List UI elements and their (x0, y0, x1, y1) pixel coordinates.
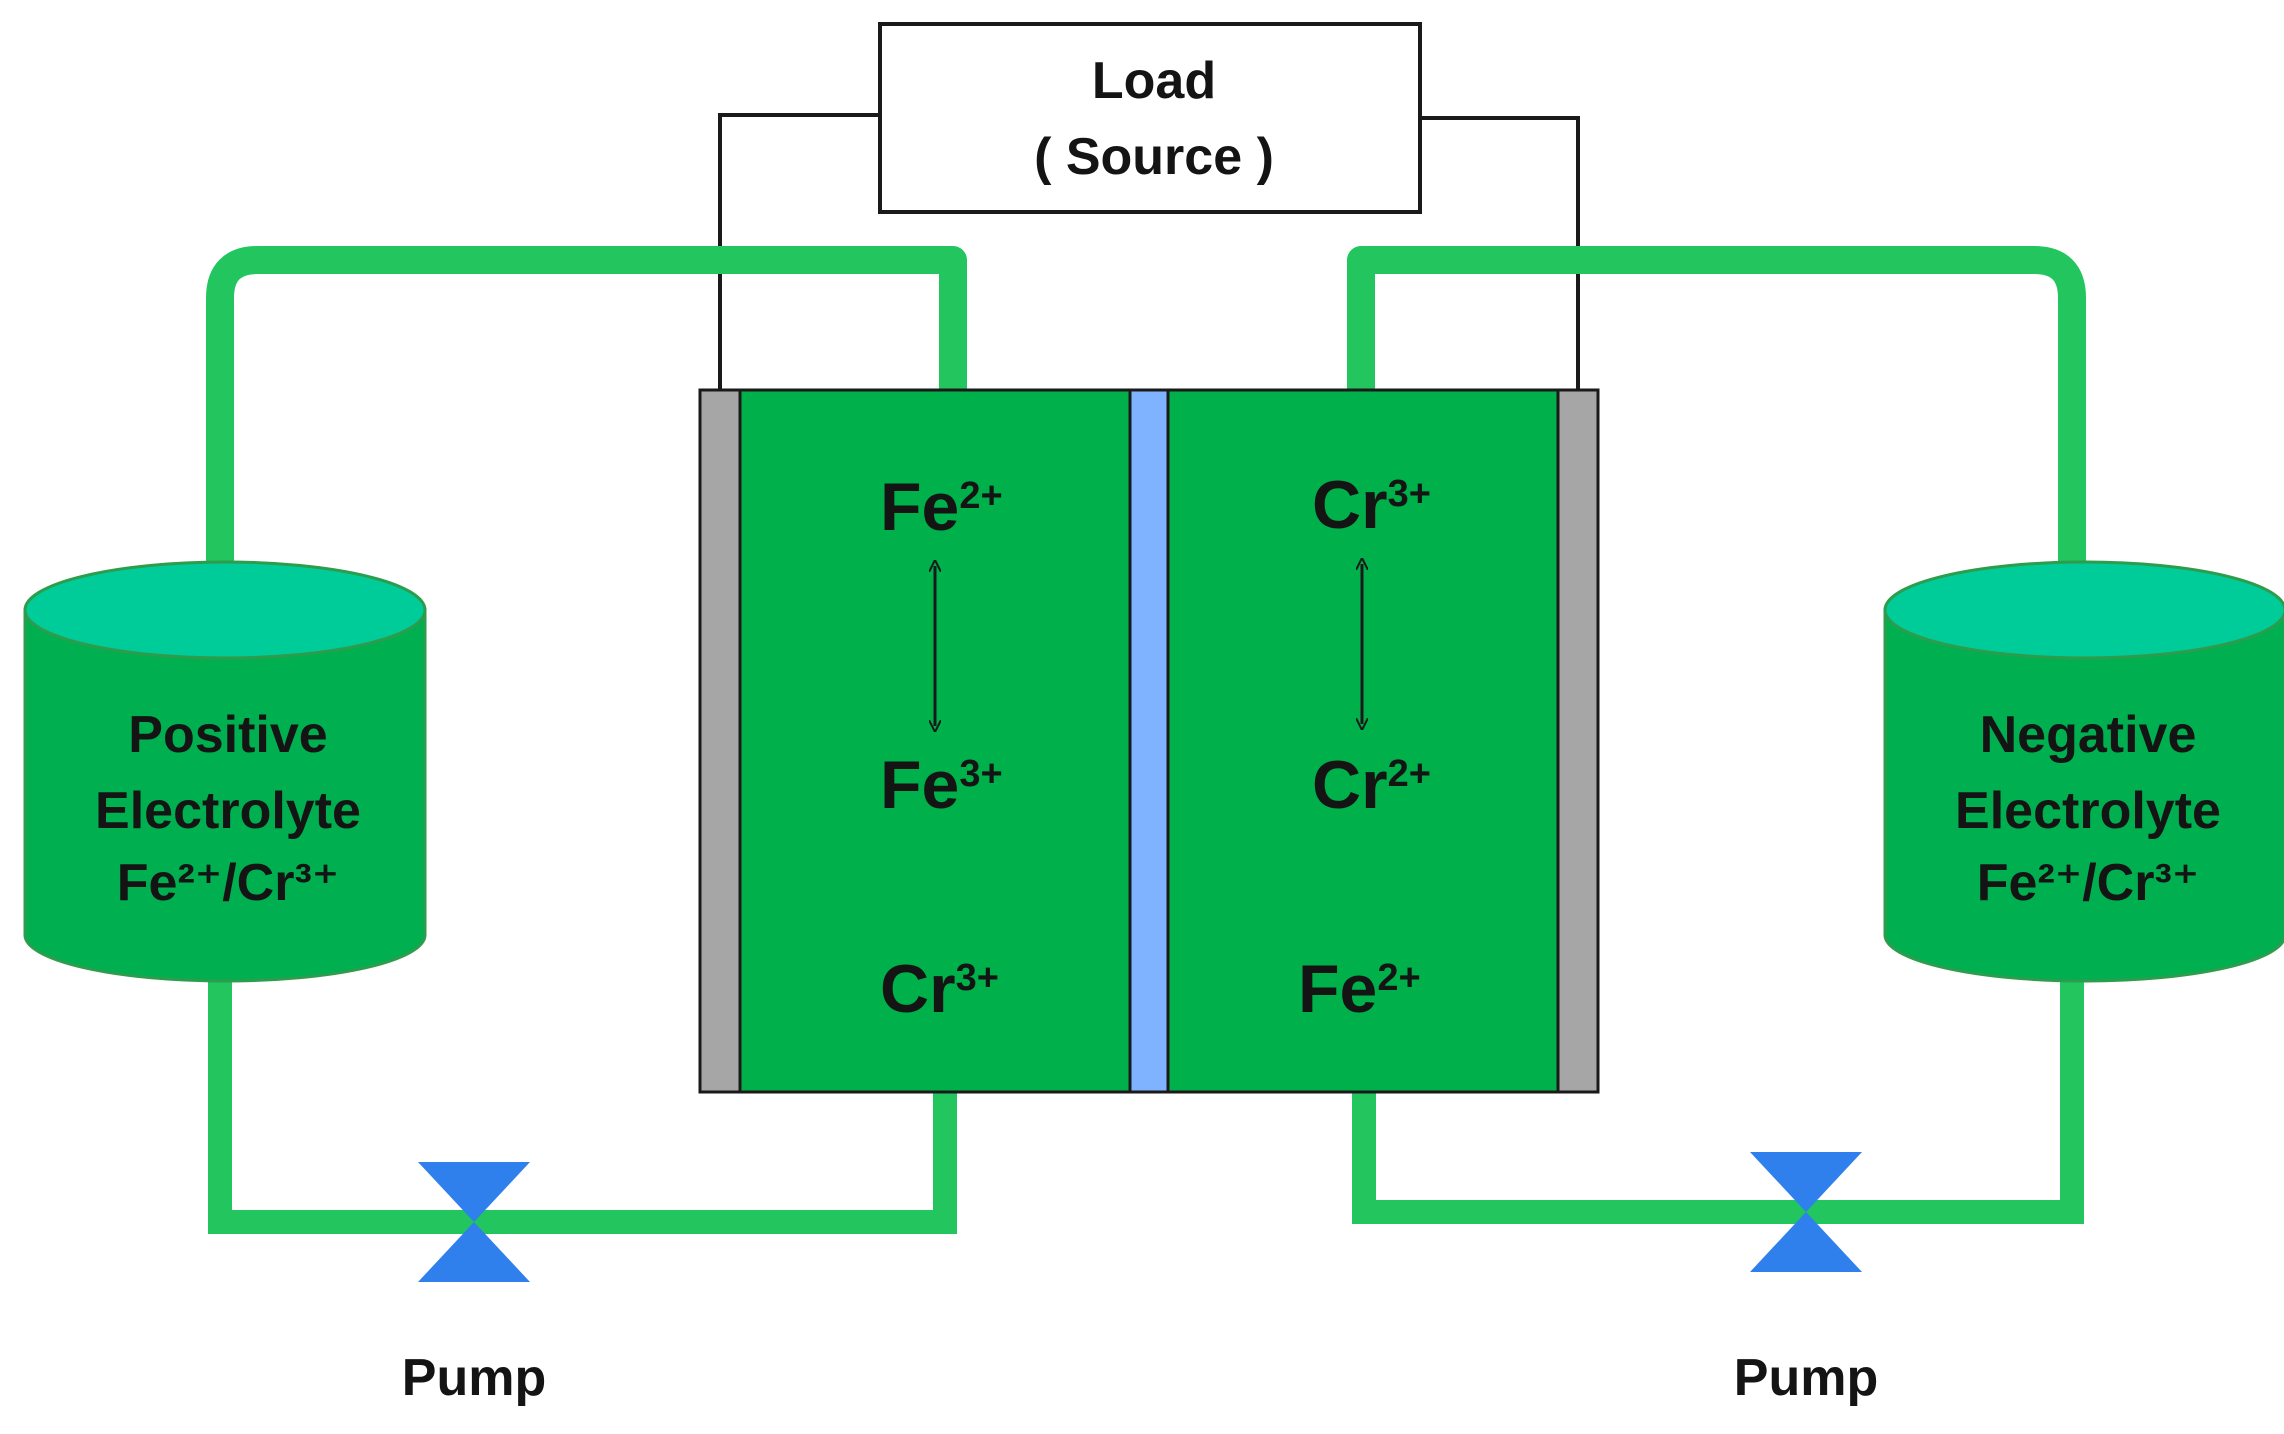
right-tank (1883, 560, 2284, 983)
electrode-right (1556, 388, 1600, 1094)
left-tank-line2: Electrolyte (95, 782, 361, 840)
cell-left-middle-species: Fe3+ (880, 747, 1003, 823)
right-tank-line3: Fe²⁺/Cr³⁺ (1977, 854, 2199, 912)
right-tank-line2: Electrolyte (1955, 782, 2221, 840)
load-label: Load (1092, 52, 1216, 110)
wire-right (1420, 116, 1580, 392)
membrane (1128, 388, 1170, 1094)
pump-right-icon[interactable] (1750, 1152, 1862, 1272)
wire-left (718, 113, 880, 392)
right-tank-line1: Negative (1980, 706, 2197, 764)
pipe-left-top (206, 246, 967, 585)
pipe-right-bottom (1352, 980, 2084, 1224)
cell-left-top-species: Fe2+ (880, 469, 1003, 545)
left-tank (23, 560, 427, 983)
left-tank-line3: Fe²⁺/Cr³⁺ (117, 854, 339, 912)
electrode-left (698, 388, 742, 1094)
left-tank-line1: Positive (128, 706, 327, 764)
pump-left-label: Pump (402, 1349, 546, 1407)
source-label: ( Source ) (1034, 128, 1274, 186)
cell-right-bottom-species: Fe2+ (1298, 951, 1421, 1027)
cell-right-top-species: Cr3+ (1312, 467, 1431, 543)
cell-left-bottom-species: Cr3+ (880, 951, 999, 1027)
load-box (878, 22, 1422, 214)
pump-right-label: Pump (1734, 1349, 1878, 1407)
pipe-left-bottom (208, 980, 957, 1234)
cell-right-middle-species: Cr2+ (1312, 747, 1431, 823)
pipe-right-top (1347, 246, 2086, 585)
pump-left-icon[interactable] (418, 1162, 530, 1282)
